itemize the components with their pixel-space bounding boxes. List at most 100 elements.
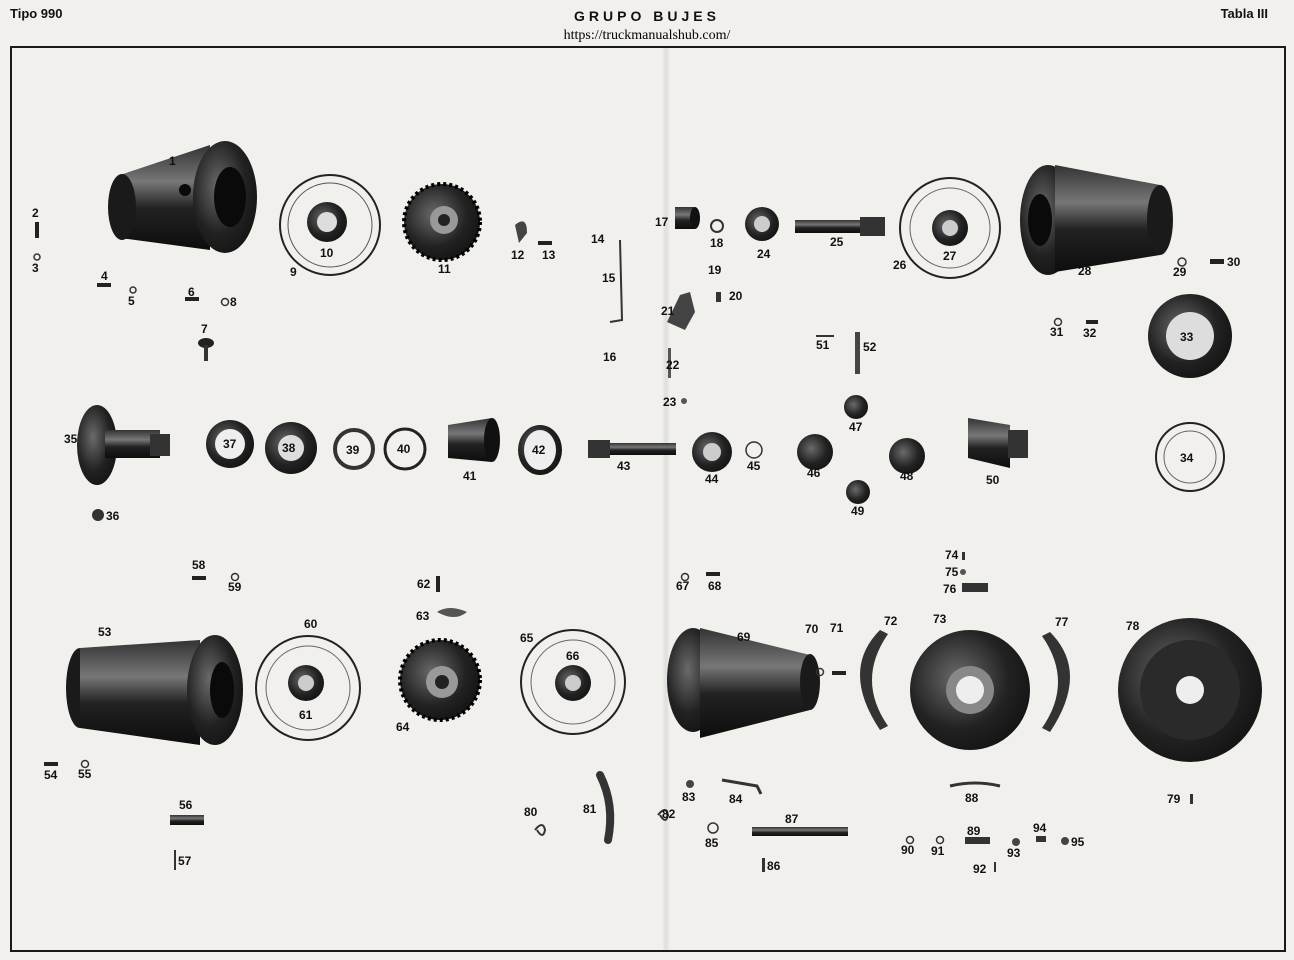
bolt-54: [44, 762, 58, 766]
differential-case-50: [968, 418, 1028, 468]
hub-housing-53: [66, 635, 243, 745]
bolt-58: [192, 576, 206, 580]
flange-shaft-35: [77, 405, 170, 485]
callout-43: 43: [617, 459, 631, 473]
pin-92: [994, 862, 996, 872]
pin-57: [174, 850, 176, 870]
brake-drum-78: [1118, 618, 1262, 762]
screw-20: [716, 292, 721, 302]
pin-56: [170, 815, 204, 825]
spring-94: [1036, 836, 1046, 842]
lever-21: [667, 292, 695, 330]
bolt-62: [436, 576, 440, 592]
page-title: GRUPO BUJES: [574, 8, 720, 24]
bolt-30: [1210, 259, 1224, 264]
pin-22: [668, 348, 671, 378]
callout-49: 49: [851, 504, 865, 518]
washer-3: [33, 253, 41, 261]
nut-95: [1061, 837, 1069, 845]
spring-82: [657, 809, 670, 821]
washer-90: [905, 835, 915, 845]
callout-44: 44: [705, 472, 719, 486]
callout-25: 25: [830, 235, 844, 249]
bracket-76: [962, 583, 988, 592]
callout-15: 15: [602, 271, 616, 285]
washer-5: [129, 286, 137, 294]
gasket-9: [279, 174, 381, 276]
callout-13: 13: [542, 248, 556, 262]
callout-87: 87: [785, 812, 799, 826]
callout-7: 7: [201, 322, 208, 336]
callout-42: 42: [532, 443, 546, 457]
table-number-label: Tabla III: [1220, 6, 1268, 21]
hub-housing-28: [1020, 165, 1173, 275]
washer-55: [80, 759, 90, 769]
bolt-71: [832, 671, 846, 675]
callout-3: 3: [32, 261, 39, 275]
callout-11: 11: [438, 262, 451, 276]
gear-46: [797, 434, 833, 470]
brake-shoe-77: [1042, 632, 1070, 732]
callout-28: 28: [1078, 264, 1092, 278]
callout-56: 56: [179, 798, 193, 812]
ring-40: [383, 427, 427, 471]
screw-74: [962, 552, 965, 560]
callout-12: 12: [511, 248, 525, 262]
washer-67: [680, 572, 690, 582]
hub-housing-69: [667, 628, 820, 738]
callout-24: 24: [757, 247, 771, 261]
bolt-4: [97, 283, 111, 287]
callout-81: 81: [583, 802, 597, 816]
hub-housing-1: [108, 141, 257, 253]
gasket-26: [899, 177, 1001, 279]
callout-67: 67: [676, 579, 690, 593]
nut-83: [686, 780, 694, 788]
callout-33: 33: [1180, 330, 1194, 344]
callout-77: 77: [1055, 615, 1069, 629]
callout-59: 59: [228, 580, 242, 594]
callout-60: 60: [304, 617, 318, 631]
callout-92: 92: [973, 862, 987, 876]
pin-51: [816, 335, 834, 337]
bolt-6: [185, 297, 199, 301]
callout-54: 54: [44, 768, 58, 782]
callout-39: 39: [346, 443, 360, 457]
pinion-49: [846, 480, 870, 504]
callout-86: 86: [767, 859, 781, 873]
callout-46: 46: [807, 466, 821, 480]
callout-27: 27: [943, 249, 957, 263]
washer-75: [960, 569, 966, 575]
washer-31: [1053, 317, 1063, 327]
bevel-gear-64: [398, 638, 482, 722]
callout-75: 75: [945, 565, 959, 579]
callout-51: 51: [816, 338, 830, 352]
bearing-38: [265, 422, 317, 474]
source-url: https://truckmanualshub.com/: [563, 28, 731, 43]
callout-55: 55: [78, 767, 92, 781]
lock-plate-12: [515, 221, 527, 243]
callout-40: 40: [397, 442, 411, 456]
callout-14: 14: [591, 232, 605, 246]
callout-21: 21: [661, 304, 675, 318]
callout-57: 57: [178, 854, 192, 868]
ball-23: [681, 398, 687, 404]
callout-52: 52: [863, 340, 877, 354]
callout-26: 26: [893, 258, 907, 272]
callout-89: 89: [967, 824, 981, 838]
callout-38: 38: [282, 441, 296, 455]
callout-85: 85: [705, 836, 719, 850]
callout-53: 53: [98, 625, 112, 639]
callout-19: 19: [708, 263, 722, 277]
sleeve-41: [448, 418, 500, 462]
shaft-87: [752, 827, 848, 836]
callout-93: 93: [1007, 846, 1021, 860]
washer-70: [815, 667, 825, 677]
callout-22: 22: [666, 358, 680, 372]
callout-88: 88: [965, 791, 979, 805]
nut-36: [92, 509, 104, 521]
callout-95: 95: [1071, 835, 1085, 849]
table-type-label: Tipo 990: [10, 6, 63, 21]
bolt-32: [1086, 320, 1098, 324]
callout-16: 16: [603, 350, 617, 364]
